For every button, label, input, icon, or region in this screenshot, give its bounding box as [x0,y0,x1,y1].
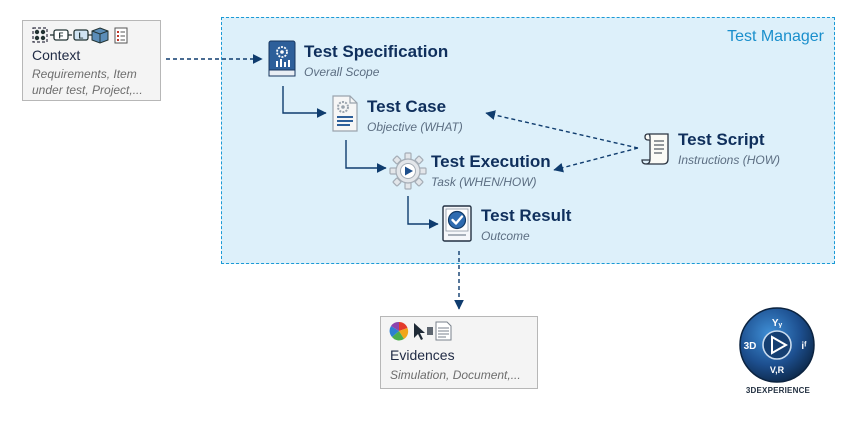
evidences-box[interactable]: Evidences Simulation, Document,... [380,316,538,389]
specification-to-case-arrow [282,86,327,118]
svg-text:L: L [79,32,84,41]
test-execution-title: Test Execution [431,152,551,171]
test-manager-title: Test Manager [727,28,824,45]
document-icon [435,321,452,341]
evidences-icon-row [389,321,459,341]
document-gear-icon [330,95,360,138]
case-to-execution-arrow [345,140,387,173]
physical-part-icon [91,27,109,44]
test-execution-node[interactable]: Test Execution Task (WHEN/HOW) [389,150,559,194]
test-script-subtitle: Instructions (HOW) [678,153,781,167]
logo-bottom-text: V,R [770,365,785,375]
logical-icon: L [73,29,92,41]
test-case-node[interactable]: Test Case Objective (WHAT) [330,95,490,139]
logo-right-text: iᶠ [801,341,807,352]
execution-to-result-arrow [407,196,439,229]
gear-play-icon [389,152,427,195]
test-script-title: Test Script [678,130,765,149]
scroll-icon [641,131,673,172]
logo-top-text: Yᵧ [772,318,783,329]
test-result-subtitle: Outcome [481,229,530,243]
function-icon: F [50,29,72,41]
3dexperience-compass-logo[interactable]: Yᵧ 3D iᶠ V,R [737,305,817,385]
list-icon [114,27,128,44]
test-manager-region: Test Manager [221,17,835,264]
test-result-title: Test Result [481,206,572,225]
test-specification-subtitle: Overall Scope [304,65,380,79]
cursor-icon [414,323,433,340]
test-specification-node[interactable]: Test Specification Overall Scope [266,40,456,84]
simulation-icon [389,321,409,341]
context-subtitle-line1: Requirements, Item [32,67,137,81]
evidences-subtitle: Simulation, Document,... [390,368,521,382]
script-to-execution-arrow [553,147,639,173]
3dexperience-wordmark: 3DEXPERIENCE [745,386,811,395]
context-title: Context [32,47,81,63]
logo-left-text: 3D [744,341,757,352]
context-icon-row: F L [32,26,142,44]
context-box[interactable]: F L Context Requirements, Item [22,20,161,101]
checkmark-icon [441,205,473,248]
context-subtitle-line2: under test, Project,... [32,83,143,97]
test-result-node[interactable]: Test Result Outcome [441,204,581,248]
test-case-title: Test Case [367,97,447,116]
test-specification-title: Test Specification [304,42,449,61]
test-execution-subtitle: Task (WHEN/HOW) [431,175,537,189]
test-case-subtitle: Objective (WHAT) [367,120,463,134]
script-to-case-arrow [485,110,639,149]
svg-text:F: F [59,32,64,41]
requirements-icon [32,27,48,43]
test-script-node[interactable]: Test Script Instructions (HOW) [641,130,821,174]
book-icon [266,40,298,83]
evidences-title: Evidences [390,347,455,363]
